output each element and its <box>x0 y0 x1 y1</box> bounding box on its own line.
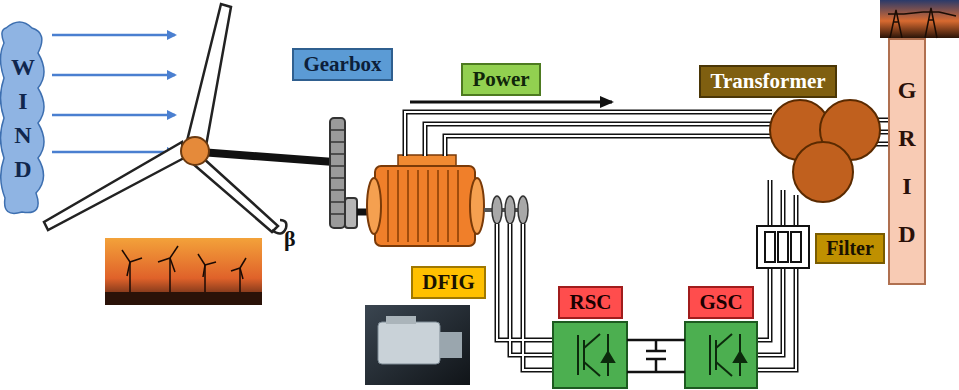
wind-farm-photo <box>105 238 262 305</box>
gearbox-symbol <box>330 118 372 228</box>
grid-band: G R I D <box>888 38 926 285</box>
node-text: Filter <box>826 237 874 260</box>
rsc-label: RSC <box>558 286 623 319</box>
filter-label: Filter <box>815 233 885 264</box>
transformer-symbol <box>770 100 880 202</box>
dfig-label: DFIG <box>411 266 486 299</box>
power-flow-arrow <box>410 101 612 104</box>
pitch-angle-symbol: β <box>284 226 296 252</box>
generator-symbol <box>367 155 528 246</box>
filter-symbol <box>757 226 809 268</box>
transformer-label: Transformer <box>699 65 837 98</box>
node-text: GSC <box>699 290 742 315</box>
generator-photo <box>365 305 470 385</box>
node-text: G R I D <box>895 66 919 258</box>
wind-cloud: W I N D <box>0 18 46 218</box>
node-text: DFIG <box>422 270 475 295</box>
rotor-wires <box>497 224 553 370</box>
node-text: RSC <box>569 290 611 315</box>
stator-wires <box>405 112 772 156</box>
converter-symbols <box>553 322 757 388</box>
cloud-outline <box>0 18 46 218</box>
grid-photo <box>880 0 959 38</box>
gsc-label: GSC <box>688 286 754 319</box>
wind-arrows <box>52 35 175 152</box>
turbine-rotor <box>44 4 334 234</box>
grid-side-wires <box>757 120 888 370</box>
gearbox-label: Gearbox <box>292 48 393 81</box>
node-text: Power <box>472 67 529 92</box>
node-text: Transformer <box>710 69 825 94</box>
node-text: W I N D <box>11 50 35 186</box>
power-label: Power <box>461 63 541 96</box>
node-text: Gearbox <box>303 52 381 77</box>
